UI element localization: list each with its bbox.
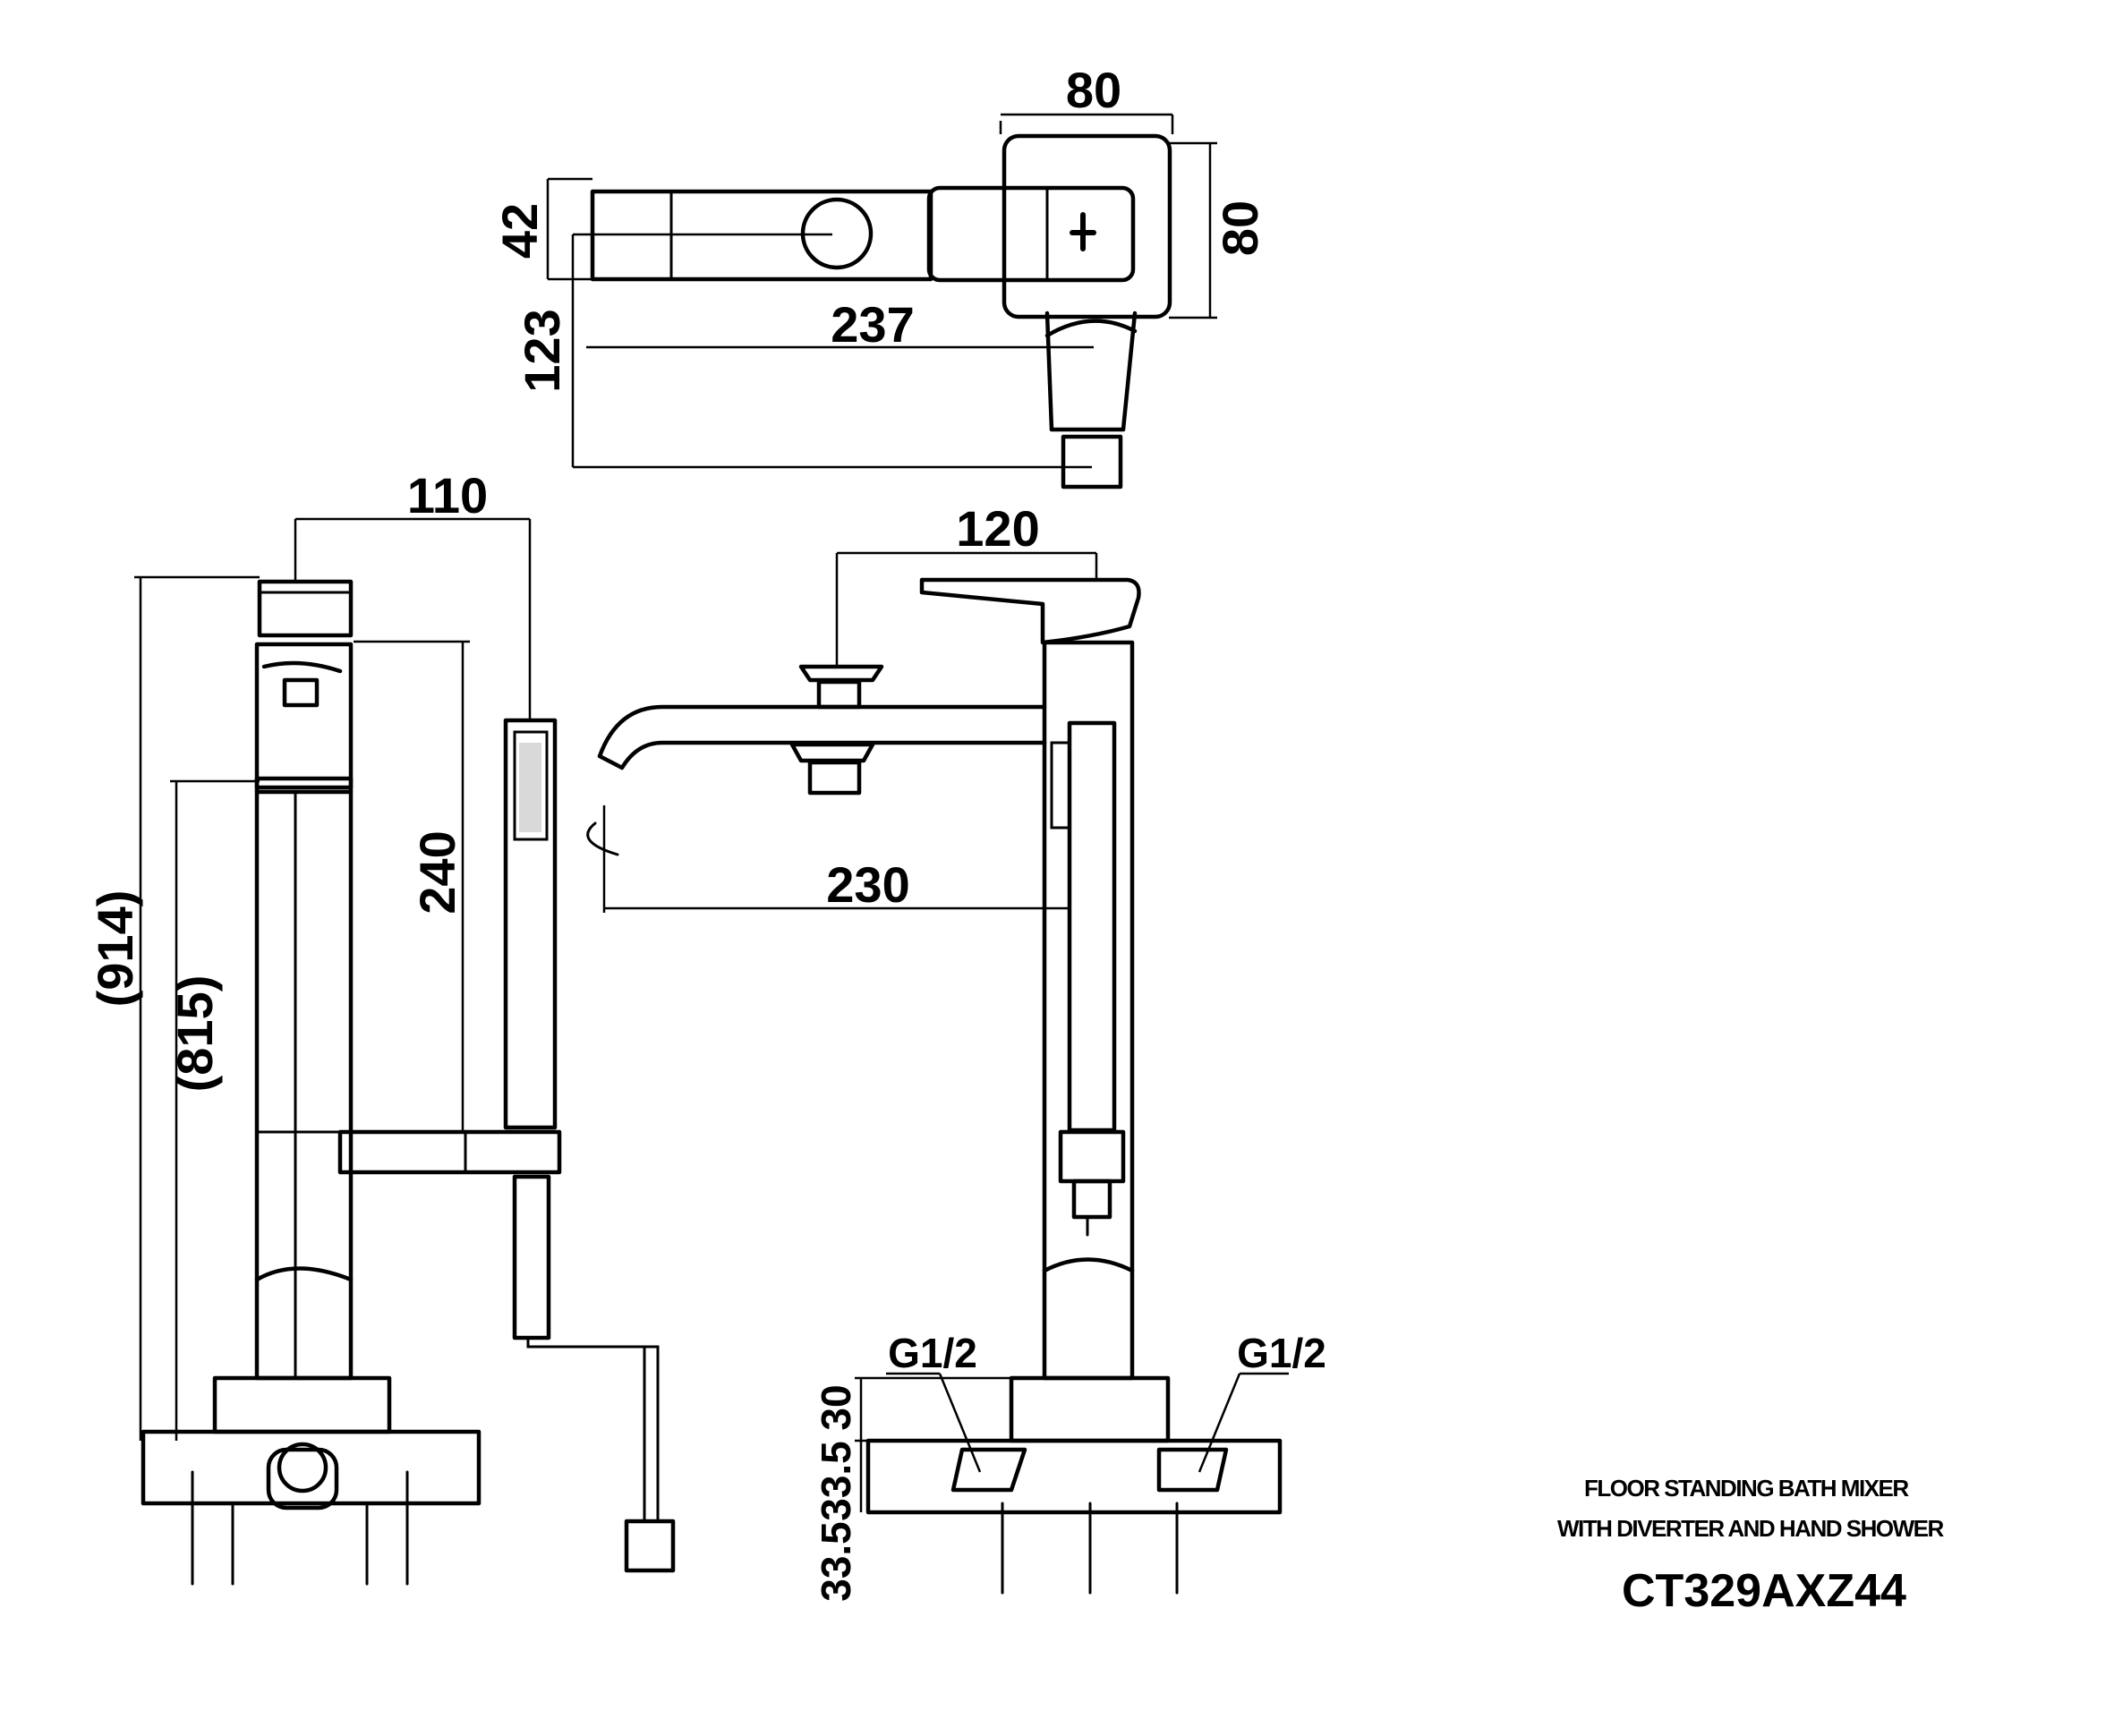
title-line-1: FLOOR STANDING BATH MIXER: [1584, 1475, 1909, 1502]
dim-side-914: (914): [87, 890, 143, 1008]
dim-top-height: 80: [1212, 200, 1268, 256]
dim-top-width: 80: [1066, 62, 1121, 118]
connection-left-label: G1/2: [888, 1330, 977, 1376]
dim-side-815: (815): [166, 975, 223, 1093]
top-view: 80 80 42 123 237: [491, 62, 1268, 489]
side-view: 110 (914) (815) 240: [87, 467, 676, 1586]
dim-side-240: 240: [409, 830, 465, 914]
dim-front-33-5-lower: 33.5: [813, 1521, 859, 1602]
model-number: CT329AXZ44: [1622, 1565, 1906, 1617]
dim-front-33-5: 33.5: [813, 1441, 859, 1521]
dim-top-length: 237: [831, 296, 914, 353]
dim-top-depth-42: 42: [491, 203, 548, 259]
dim-front-120: 120: [956, 500, 1039, 557]
connection-right-label: G1/2: [1237, 1330, 1326, 1376]
dim-front-230: 230: [826, 856, 909, 913]
title-block: FLOOR STANDING BATH MIXER WITH DIVERTER …: [1557, 1475, 1946, 1617]
title-line-2: WITH DIVERTER AND HAND SHOWER: [1557, 1515, 1944, 1542]
front-view: 120 230 30 33.5 33.5 G1/2 G1/2: [586, 500, 1326, 1602]
dim-top-depth-123: 123: [514, 309, 570, 392]
dim-front-30: 30: [813, 1384, 859, 1430]
dim-side-110: 110: [407, 467, 488, 523]
